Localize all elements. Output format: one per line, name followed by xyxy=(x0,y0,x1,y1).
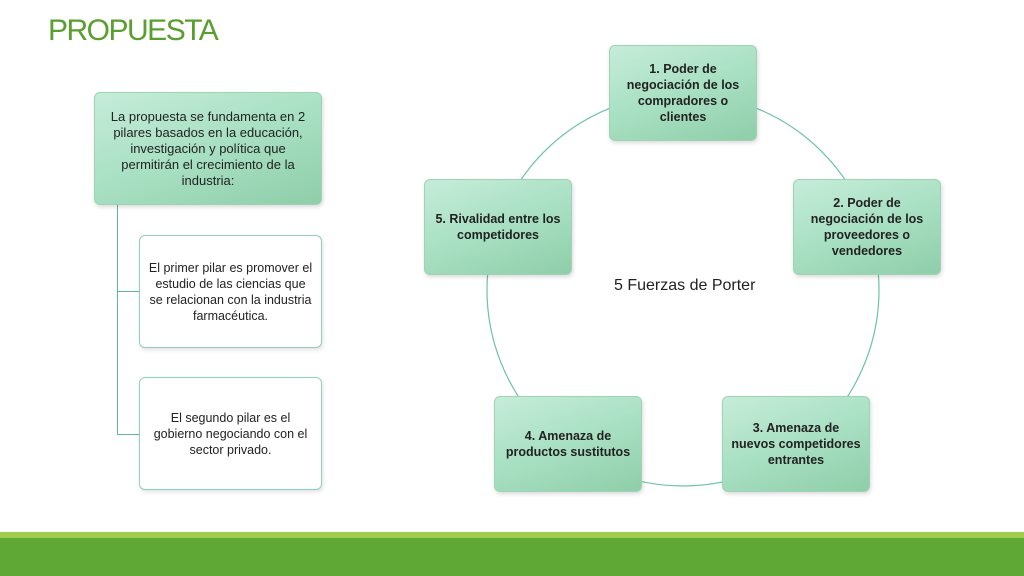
slide-title: PROPUESTA xyxy=(48,14,219,47)
force-box-5: 5. Rivalidad entre los competidores xyxy=(424,179,572,275)
hierarchy-connector-branch-1 xyxy=(117,291,140,292)
force-text-4: 4. Amenaza de productos sustitutos xyxy=(505,429,631,459)
hierarchy-connector-vertical xyxy=(117,205,118,435)
hierarchy-child-box-2: El segundo pilar es el gobierno negocian… xyxy=(139,377,322,490)
footer-band-light xyxy=(0,532,1024,538)
force-box-2: 2. Poder de negociación de los proveedor… xyxy=(793,179,941,275)
force-box-3: 3. Amenaza de nuevos competidores entran… xyxy=(722,396,870,492)
force-text-5: 5. Rivalidad entre los competidores xyxy=(435,212,561,242)
force-text-1: 1. Poder de negociación de los comprador… xyxy=(626,62,740,124)
force-box-4: 4. Amenaza de productos sustitutos xyxy=(494,396,642,492)
cycle-center-label: 5 Fuerzas de Porter xyxy=(614,277,756,294)
hierarchy-root-text: La propuesta se fundamenta en 2 pilares … xyxy=(110,108,306,188)
hierarchy-child-text-2: El segundo pilar es el gobierno negocian… xyxy=(153,410,308,457)
footer-band-dark xyxy=(0,538,1024,576)
hierarchy-child-text-1: El primer pilar es promover el estudio d… xyxy=(148,260,313,323)
hierarchy-child-box-1: El primer pilar es promover el estudio d… xyxy=(139,235,322,348)
force-box-1: 1. Poder de negociación de los comprador… xyxy=(609,45,757,141)
hierarchy-connector-branch-2 xyxy=(117,434,140,435)
force-text-3: 3. Amenaza de nuevos competidores entran… xyxy=(731,421,861,467)
hierarchy-root-box: La propuesta se fundamenta en 2 pilares … xyxy=(94,92,322,205)
force-text-2: 2. Poder de negociación de los proveedor… xyxy=(810,196,924,258)
